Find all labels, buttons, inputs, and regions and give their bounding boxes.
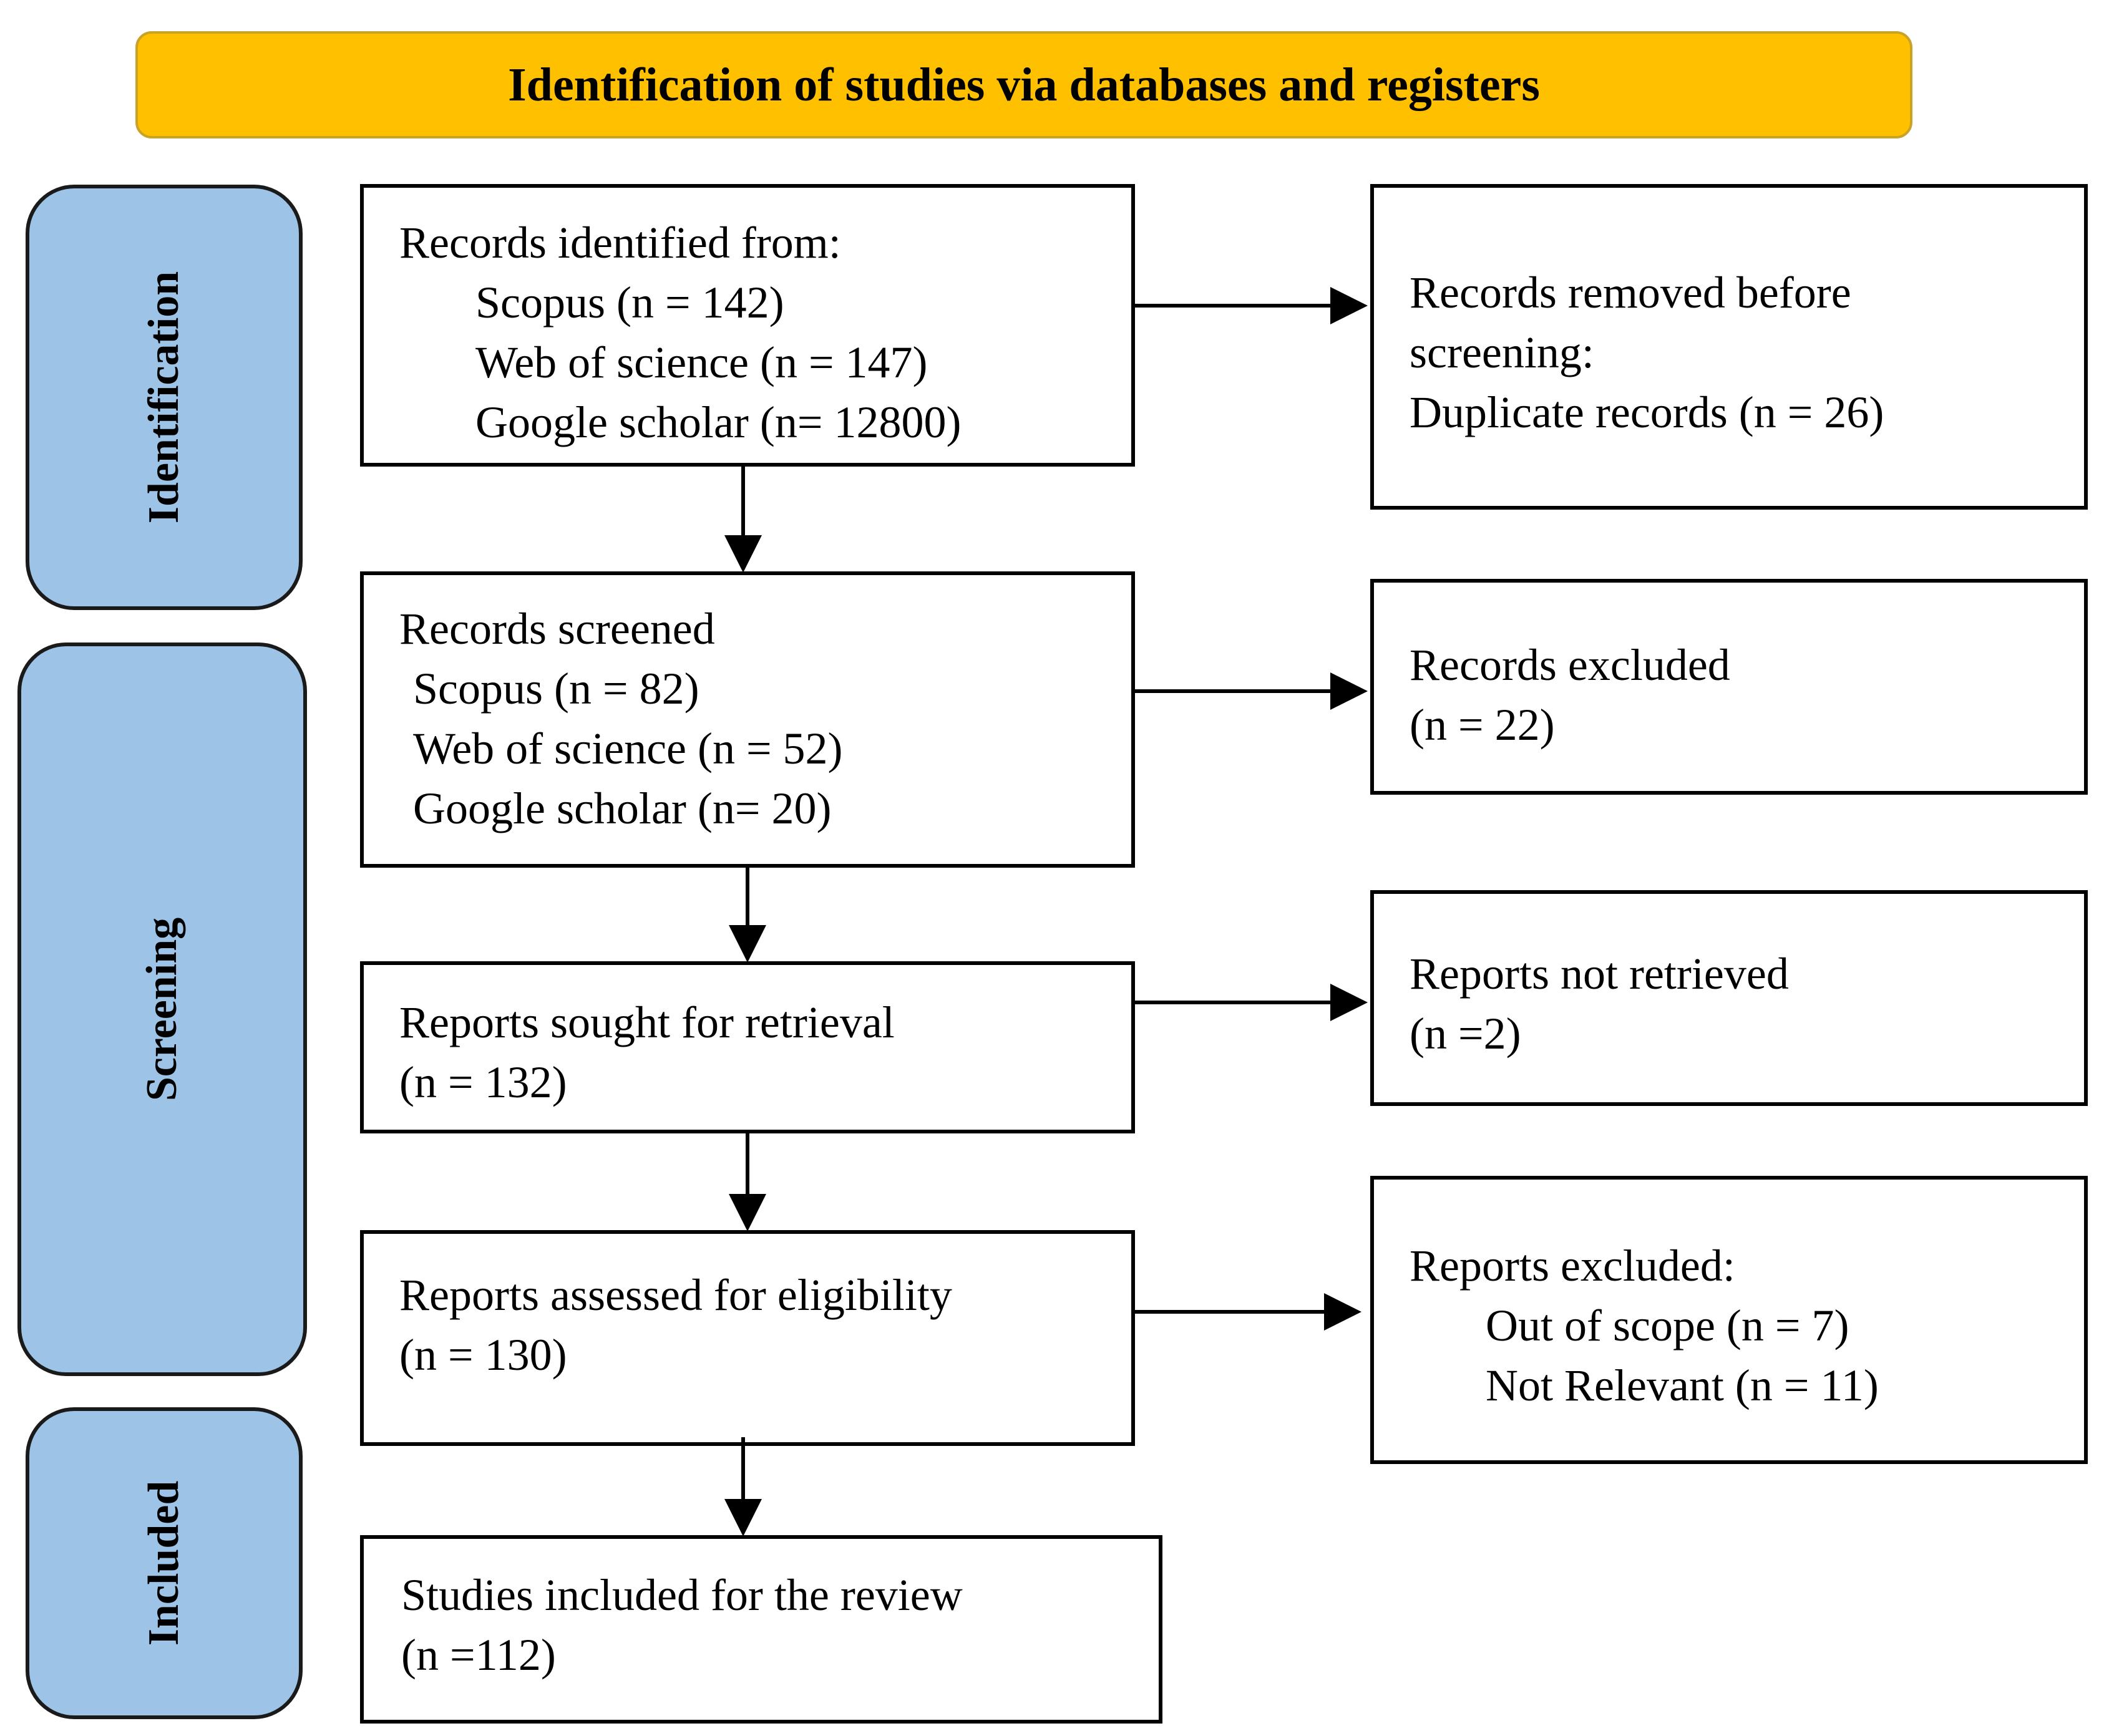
reports-assessed-box: Reports assessed for eligibility (n = 13… <box>360 1230 1135 1446</box>
records-identified-heading: Records identified from: <box>399 218 841 268</box>
reports-excluded-out-of-scope: Out of scope (n = 7) <box>1486 1301 1849 1350</box>
reports-sought-heading: Reports sought for retrieval <box>399 997 895 1047</box>
header-title: Identification of studies via databases … <box>508 58 1540 111</box>
studies-included-heading: Studies included for the review <box>401 1570 963 1620</box>
records-removed-line3: Duplicate records (n = 26) <box>1410 387 1884 437</box>
records-excluded-heading: Records excluded <box>1410 640 1730 690</box>
records-identified-box: Records identified from: Scopus (n = 142… <box>360 184 1135 467</box>
records-identified-scopus: Scopus (n = 142) <box>475 278 784 327</box>
phase-identification: Identification <box>26 185 303 610</box>
reports-assessed-count: (n = 130) <box>399 1330 567 1380</box>
records-excluded-box: Records excluded (n = 22) <box>1370 579 2088 795</box>
records-screened-box: Records screened Scopus (n = 82) Web of … <box>360 571 1135 868</box>
records-excluded-count: (n = 22) <box>1410 700 1555 750</box>
reports-not-retrieved-heading: Reports not retrieved <box>1410 949 1789 999</box>
records-screened-wos: Web of science (n = 52) <box>413 724 843 773</box>
reports-sought-count: (n = 132) <box>399 1057 567 1107</box>
reports-excluded-box: Reports excluded: Out of scope (n = 7) N… <box>1370 1176 2088 1464</box>
records-removed-box: Records removed before screening: Duplic… <box>1370 184 2088 510</box>
records-removed-line2: screening: <box>1410 327 1594 377</box>
studies-included-count: (n =112) <box>401 1630 556 1680</box>
reports-excluded-heading: Reports excluded: <box>1410 1241 1735 1291</box>
reports-not-retrieved-count: (n =2) <box>1410 1009 1521 1059</box>
reports-not-retrieved-box: Reports not retrieved (n =2) <box>1370 890 2088 1106</box>
phase-included: Included <box>26 1407 303 1719</box>
records-screened-scopus: Scopus (n = 82) <box>413 664 699 714</box>
records-identified-scholar: Google scholar (n= 12800) <box>475 397 962 447</box>
records-removed-line1: Records removed before <box>1410 268 1851 318</box>
records-screened-heading: Records screened <box>399 604 715 654</box>
records-screened-scholar: Google scholar (n= 20) <box>413 783 832 833</box>
diagram-header: Identification of studies via databases … <box>135 31 1912 138</box>
records-identified-wos: Web of science (n = 147) <box>475 337 928 387</box>
studies-included-box: Studies included for the review (n =112) <box>360 1535 1162 1724</box>
reports-sought-box: Reports sought for retrieval (n = 132) <box>360 961 1135 1133</box>
reports-excluded-not-relevant: Not Relevant (n = 11) <box>1486 1360 1879 1410</box>
phase-screening: Screening <box>17 643 307 1376</box>
reports-assessed-heading: Reports assessed for eligibility <box>399 1270 952 1320</box>
